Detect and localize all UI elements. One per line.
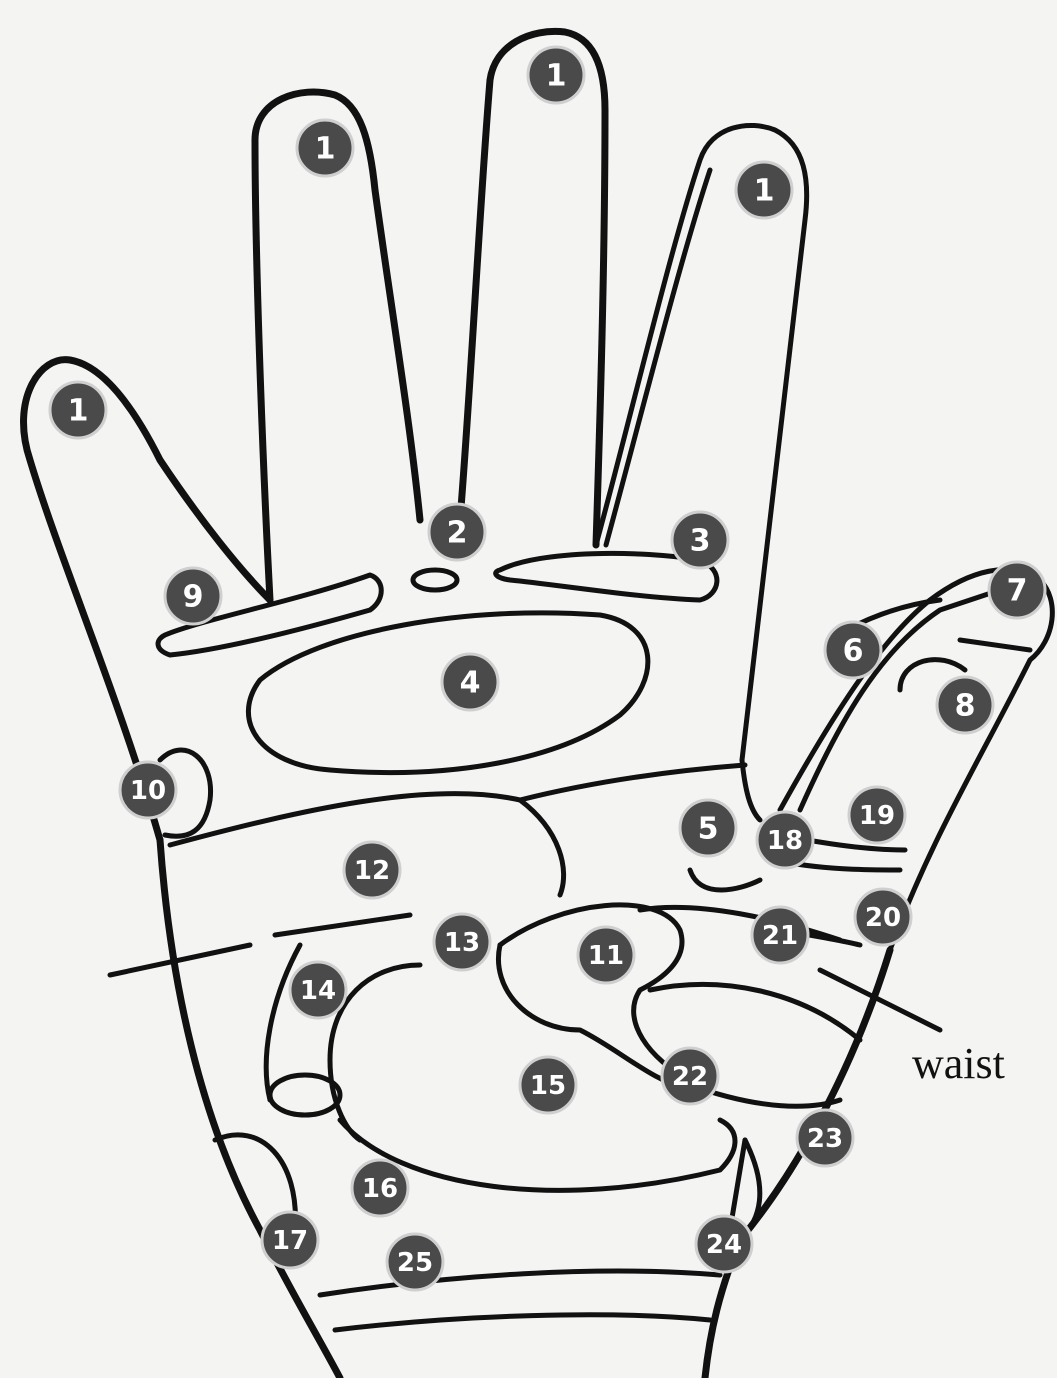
marker-label: 9	[183, 580, 204, 615]
marker-label: 4	[460, 666, 481, 701]
marker-label: 7	[1007, 574, 1028, 609]
marker-index-tip: 1	[297, 120, 353, 176]
marker-label: 1	[546, 59, 567, 94]
marker-point-5: 5	[680, 800, 736, 856]
marker-label: 24	[706, 1230, 742, 1260]
marker-point-23: 23	[797, 1110, 853, 1166]
marker-label: 12	[354, 856, 390, 886]
hand-outline	[24, 31, 1053, 1378]
marker-label: 10	[130, 776, 166, 806]
marker-label: 15	[530, 1071, 566, 1101]
marker-point-15: 15	[520, 1057, 576, 1113]
marker-point-20: 20	[855, 889, 911, 945]
marker-label: 16	[362, 1174, 398, 1204]
marker-middle-tip: 1	[528, 47, 584, 103]
marker-point-17: 17	[262, 1212, 318, 1268]
marker-point-22: 22	[662, 1048, 718, 1104]
marker-label: 14	[300, 976, 336, 1006]
marker-label: 23	[807, 1124, 843, 1154]
marker-point-14: 14	[290, 962, 346, 1018]
marker-label: 20	[865, 903, 901, 933]
marker-label: 5	[698, 812, 719, 847]
marker-point-6: 6	[825, 622, 881, 678]
marker-label: 1	[754, 174, 775, 209]
marker-point-4: 4	[442, 654, 498, 710]
waist-label: waist	[912, 1039, 1005, 1088]
marker-label: 19	[859, 801, 895, 831]
marker-point-7: 7	[989, 562, 1045, 618]
marker-point-3: 3	[672, 512, 728, 568]
marker-point-13: 13	[434, 914, 490, 970]
marker-label: 21	[762, 921, 798, 951]
marker-point-8: 8	[937, 677, 993, 733]
marker-point-24: 24	[696, 1216, 752, 1272]
marker-label: 8	[955, 689, 976, 724]
marker-point-21: 21	[752, 907, 808, 963]
marker-label: 22	[672, 1062, 708, 1092]
marker-label: 6	[843, 634, 864, 669]
marker-point-16: 16	[352, 1160, 408, 1216]
marker-label: 13	[444, 928, 480, 958]
marker-label: 17	[272, 1226, 308, 1256]
marker-label: 1	[68, 394, 89, 429]
marker-ring-tip: 1	[736, 162, 792, 218]
marker-label: 11	[588, 941, 624, 971]
marker-label: 18	[767, 826, 803, 856]
marker-label: 2	[447, 516, 468, 551]
marker-label: 3	[690, 524, 711, 559]
marker-point-19: 19	[849, 787, 905, 843]
marker-little-tip: 1	[50, 382, 106, 438]
marker-point-18: 18	[757, 812, 813, 868]
marker-point-11: 11	[578, 927, 634, 983]
marker-point-9: 9	[165, 568, 221, 624]
marker-point-10: 10	[120, 762, 176, 818]
marker-point-12: 12	[344, 842, 400, 898]
marker-label: 25	[397, 1248, 433, 1278]
marker-label: 1	[315, 132, 336, 167]
marker-point-2: 2	[429, 504, 485, 560]
marker-point-25: 25	[387, 1234, 443, 1290]
